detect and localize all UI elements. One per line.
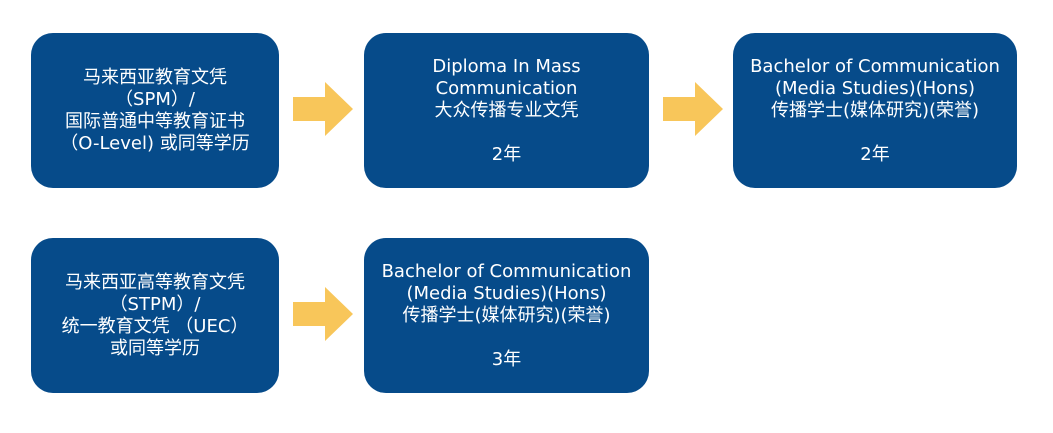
bachelor-title-line: Bachelor of Communication [381, 260, 632, 282]
entry-line: （O-Level) 或同等学历 [60, 132, 250, 154]
bachelor-communication-2yr-box: Bachelor of Communication (Media Studies… [733, 33, 1017, 188]
duration-label: 2年 [491, 143, 522, 165]
bachelor-communication-3yr-box: Bachelor of Communication (Media Studies… [364, 238, 649, 393]
bachelor-title-line: (Media Studies)(Hons) [775, 77, 975, 99]
bachelor-title-line: 传播学士(媒体研究)(荣誉) [770, 99, 980, 121]
entry-line: （SPM）/ [115, 88, 195, 110]
stpm-uec-entry-box: 马来西亚高等教育文凭 （STPM）/ 统一教育文凭 （UEC） 或同等学历 [31, 238, 279, 393]
entry-line: 国际普通中等教育证书 [65, 110, 245, 132]
duration-label: 3年 [491, 348, 522, 370]
duration-label: 2年 [860, 143, 890, 165]
entry-line: （STPM）/ [109, 293, 201, 315]
right-arrow-icon [293, 82, 353, 136]
right-arrow-icon [293, 287, 353, 341]
entry-line: 马来西亚高等教育文凭 [65, 271, 245, 293]
entry-line: 统一教育文凭 （UEC） [61, 315, 249, 337]
bachelor-title-line: (Media Studies)(Hons) [406, 282, 607, 304]
diploma-title-line: Communication [435, 77, 578, 99]
entry-line: 或同等学历 [110, 337, 200, 359]
bachelor-title-line: 传播学士(媒体研究)(荣誉) [402, 304, 611, 326]
diploma-title-line: Diploma In Mass [432, 55, 581, 77]
entry-line: 马来西亚教育文凭 [83, 66, 227, 88]
diploma-mass-communication-box: Diploma In Mass Communication 大众传播专业文凭 2… [364, 33, 649, 188]
spm-olevel-entry-box: 马来西亚教育文凭 （SPM）/ 国际普通中等教育证书 （O-Level) 或同等… [31, 33, 279, 188]
diploma-title-line: 大众传播专业文凭 [434, 99, 579, 121]
right-arrow-icon [663, 82, 723, 136]
bachelor-title-line: Bachelor of Communication [750, 55, 1000, 77]
